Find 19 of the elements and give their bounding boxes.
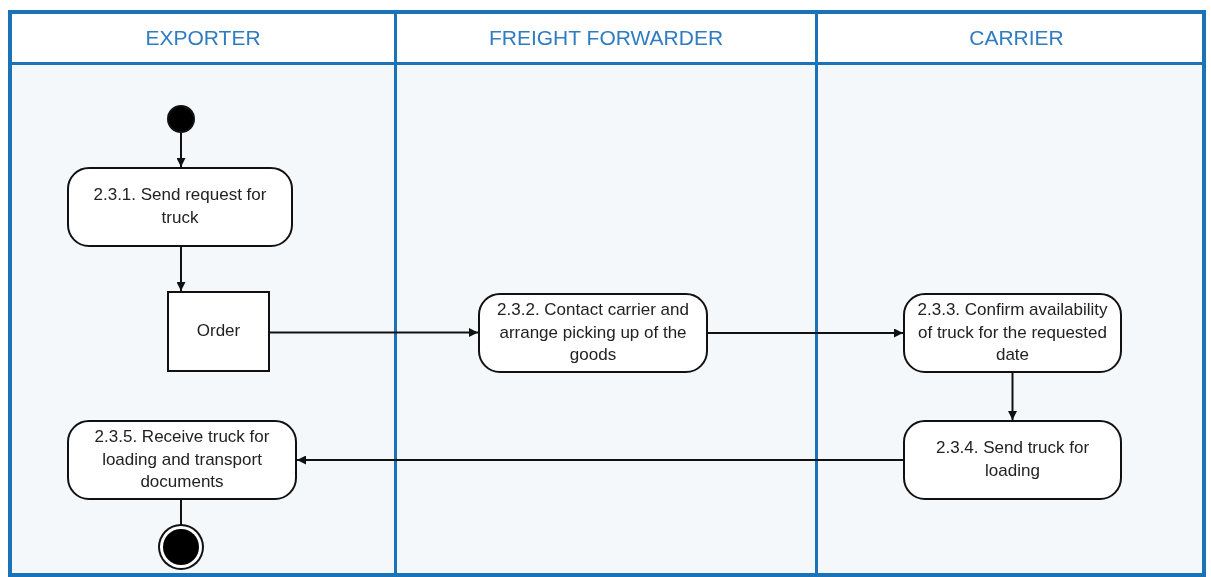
lane-header: FREIGHT FORWARDER (488, 26, 724, 50)
lane-header: EXPORTER (145, 26, 261, 50)
swimlane (394, 14, 815, 573)
object-box: Order (167, 291, 270, 372)
activity-box: 2.3.5. Receive truck for loading and transport documents (67, 420, 297, 500)
start-node (167, 105, 195, 133)
arrow (269, 328, 479, 337)
arrow (296, 455, 904, 465)
swimlane (815, 14, 1202, 573)
activity-box: 2.3.1. Send request for truck (67, 167, 293, 247)
arrow (707, 328, 904, 338)
activity-box: 2.3.2. Contact carrier and arrange picking up of the goods (478, 293, 708, 373)
arrow (1008, 372, 1017, 421)
activity-box: 2.3.3. Confirm availability of truck for the requested date (903, 293, 1122, 373)
arrow (176, 132, 186, 168)
arrow (176, 246, 186, 292)
lane-header: CARRIER (969, 26, 1064, 50)
swimlane (12, 14, 394, 573)
activity-box: 2.3.4. Send truck for loading (903, 420, 1122, 500)
